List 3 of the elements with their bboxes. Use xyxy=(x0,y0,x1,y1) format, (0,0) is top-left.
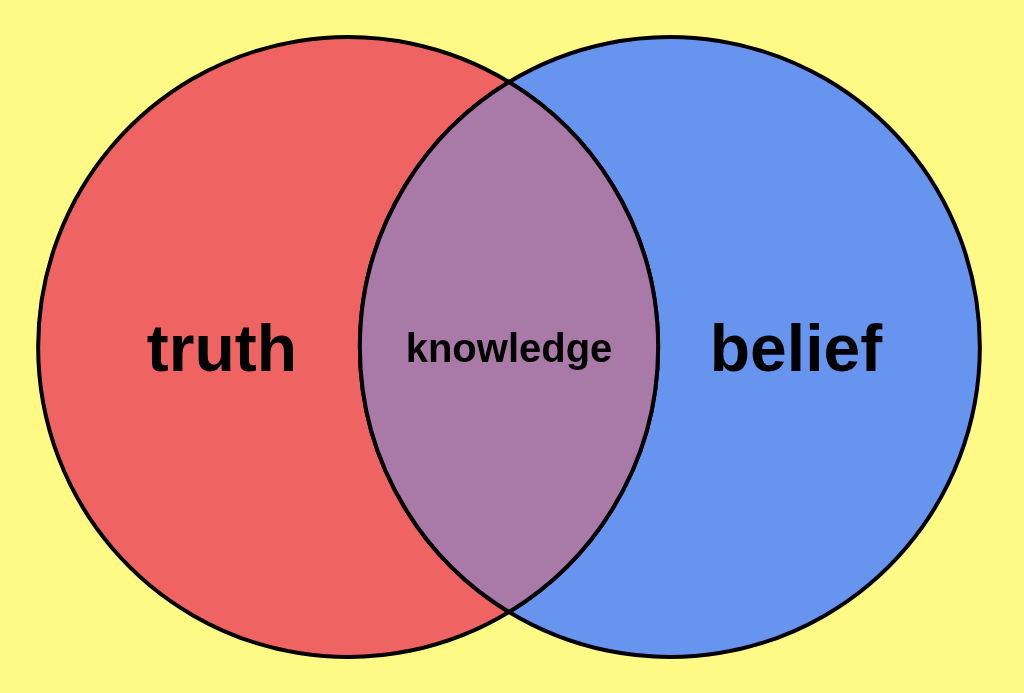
region-label: truth xyxy=(146,315,298,381)
region-label: belief xyxy=(709,315,883,381)
region-label: knowledge xyxy=(405,328,613,368)
